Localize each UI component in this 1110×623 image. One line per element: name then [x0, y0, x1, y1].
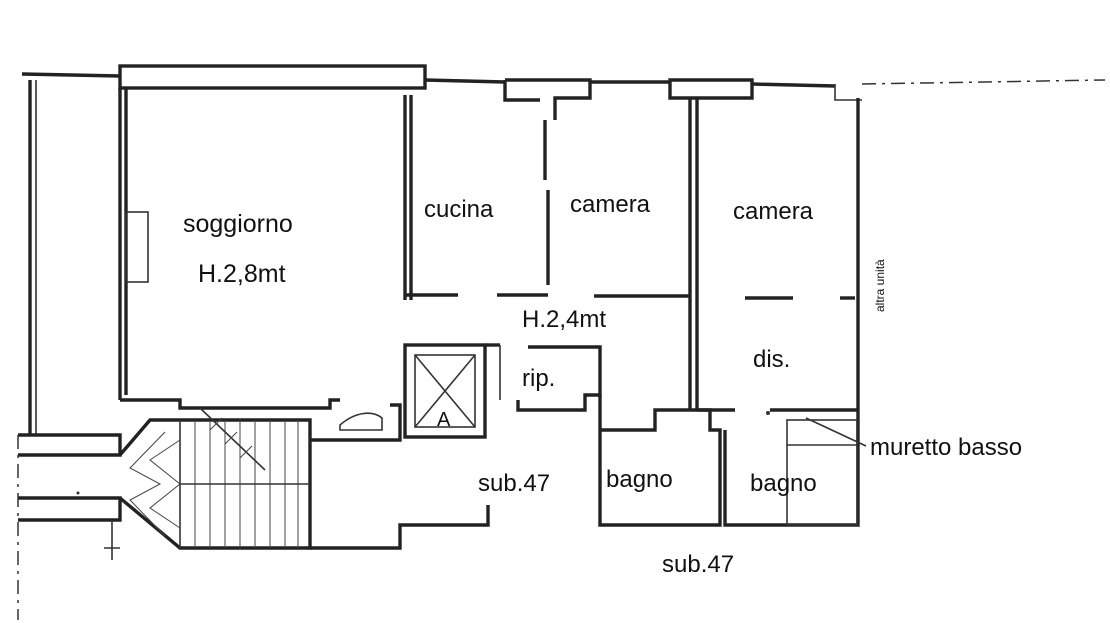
staircase: [118, 407, 312, 550]
label-lift: A: [437, 409, 451, 431]
label-camera-2: camera: [733, 198, 814, 225]
label-sub-left: sub.47: [478, 470, 550, 497]
label-altra-unita: altra unità: [873, 259, 887, 312]
bagno-room-1: [598, 395, 722, 527]
camera-room-1: [594, 98, 699, 410]
label-height-soggiorno: H.2,8mt: [198, 260, 286, 288]
label-muretto-basso: muretto basso: [870, 434, 1022, 461]
lift-shaft: [403, 343, 500, 439]
callout-leader: [766, 411, 867, 447]
label-cucina: cucina: [424, 196, 494, 223]
label-bagno-1: bagno: [606, 466, 673, 493]
ripostiglio-room: [499, 345, 602, 412]
label-rip: rip.: [522, 365, 555, 392]
label-height-zona-notte: H.2,4mt: [522, 306, 606, 333]
label-camera-1: camera: [570, 191, 651, 218]
left-corridor: [17, 80, 122, 620]
label-sub-bottom: sub.47: [662, 551, 734, 578]
top-boundary: [21, 64, 1106, 120]
bagno-room-2: [723, 410, 860, 527]
cucina-room: [405, 120, 550, 297]
landing: [104, 403, 490, 560]
label-soggiorno: soggiorno: [183, 210, 293, 238]
soggiorno-room: [118, 88, 413, 431]
label-dis: dis.: [753, 346, 790, 373]
label-bagno-2: bagno: [750, 470, 817, 497]
